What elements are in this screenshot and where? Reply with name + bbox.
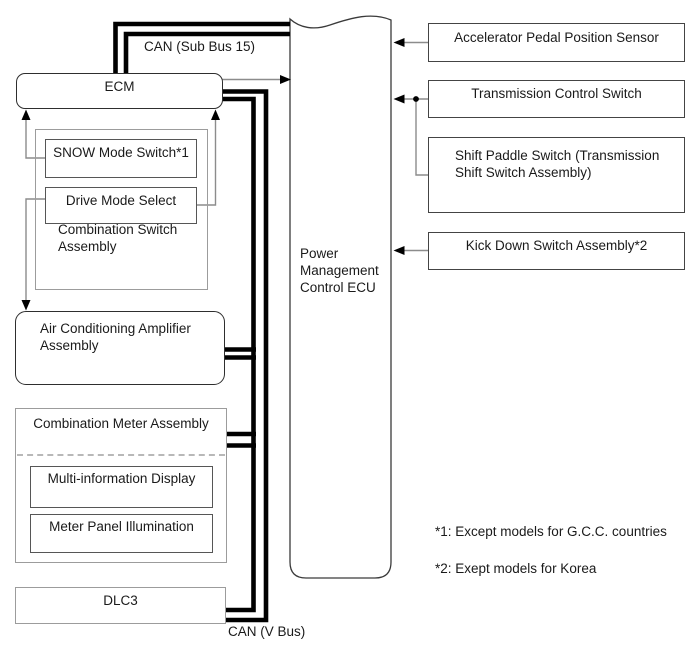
thin-connector-lines: [25, 41, 428, 302]
drive-mode-select-box: Drive Mode Select: [45, 187, 197, 224]
footnote-2: *2: Exept models for Korea: [435, 561, 597, 576]
junction-dot: [413, 96, 419, 102]
arrow-drive-to-ac: [21, 300, 31, 311]
multi-information-display-box: Multi-information Display: [30, 466, 213, 508]
arrow-ecm-to-ecu: [280, 75, 291, 84]
kick-down-switch-label: Kick Down Switch Assembly*2: [465, 238, 648, 253]
multi-information-display-label: Multi-information Display: [47, 471, 196, 486]
can-v-bus-label: CAN (V Bus): [228, 624, 306, 639]
arrow-trans-to-ecu: [393, 94, 405, 104]
meter-panel-illumination-label: Meter Panel Illumination: [49, 519, 194, 534]
meter-dashed-divider: [17, 454, 225, 456]
can-sub-bus-lines: [113, 21, 290, 74]
power-management-ecu-shape: [289, 15, 392, 579]
arrow-accel-to-ecu: [393, 38, 405, 47]
snow-mode-switch-box: SNOW Mode Switch*1: [45, 139, 197, 178]
combination-meter-branch-lines: [226, 431, 256, 448]
meter-panel-illumination-box: Meter Panel Illumination: [30, 514, 213, 553]
can-v-bus-lines: [222, 89, 269, 623]
arrow-snow-to-ecm: [21, 109, 31, 120]
combination-switch-assembly-label: Combination Switch Assembly: [58, 222, 178, 254]
ac-amplifier-label: Air Conditioning Amplifier Assembly: [40, 321, 191, 353]
transmission-control-switch-box: Transmission Control Switch: [428, 80, 685, 118]
ecm-box: ECM: [16, 73, 223, 109]
ac-amplifier-branch-lines: [224, 347, 256, 360]
ac-amplifier-box: Air Conditioning Amplifier Assembly: [15, 311, 225, 385]
dlc3-box: DLC3: [15, 587, 226, 624]
can-sub-bus-label: CAN (Sub Bus 15): [144, 39, 256, 54]
snow-mode-switch-label: SNOW Mode Switch*1: [53, 145, 189, 160]
combination-switch-assembly-box: Combination Switch Assembly: [35, 129, 208, 290]
shift-paddle-switch-label: Shift Paddle Switch (Transmission Shift …: [455, 148, 660, 180]
accelerator-pedal-sensor-box: Accelerator Pedal Position Sensor: [428, 23, 685, 62]
transmission-control-switch-label: Transmission Control Switch: [471, 86, 642, 101]
footnote-1: *1: Except models for G.C.C. countries: [435, 524, 667, 539]
arrowheads: [21, 38, 405, 311]
kick-down-switch-box: Kick Down Switch Assembly*2: [428, 232, 685, 270]
arrow-kick-to-ecu: [393, 246, 405, 255]
power-management-ecu-label: Power Management Control ECU: [300, 246, 379, 295]
dlc3-label: DLC3: [103, 593, 138, 608]
arrow-drive-to-ecm: [211, 109, 220, 120]
combination-meter-label: Combination Meter Assembly: [33, 416, 209, 431]
shift-paddle-switch-box: Shift Paddle Switch (Transmission Shift …: [428, 137, 685, 213]
drive-mode-select-label: Drive Mode Select: [65, 193, 177, 208]
accelerator-pedal-sensor-label: Accelerator Pedal Position Sensor: [454, 30, 659, 45]
combination-meter-box: Combination Meter Assembly: [15, 408, 227, 563]
ecm-label: ECM: [104, 79, 135, 94]
